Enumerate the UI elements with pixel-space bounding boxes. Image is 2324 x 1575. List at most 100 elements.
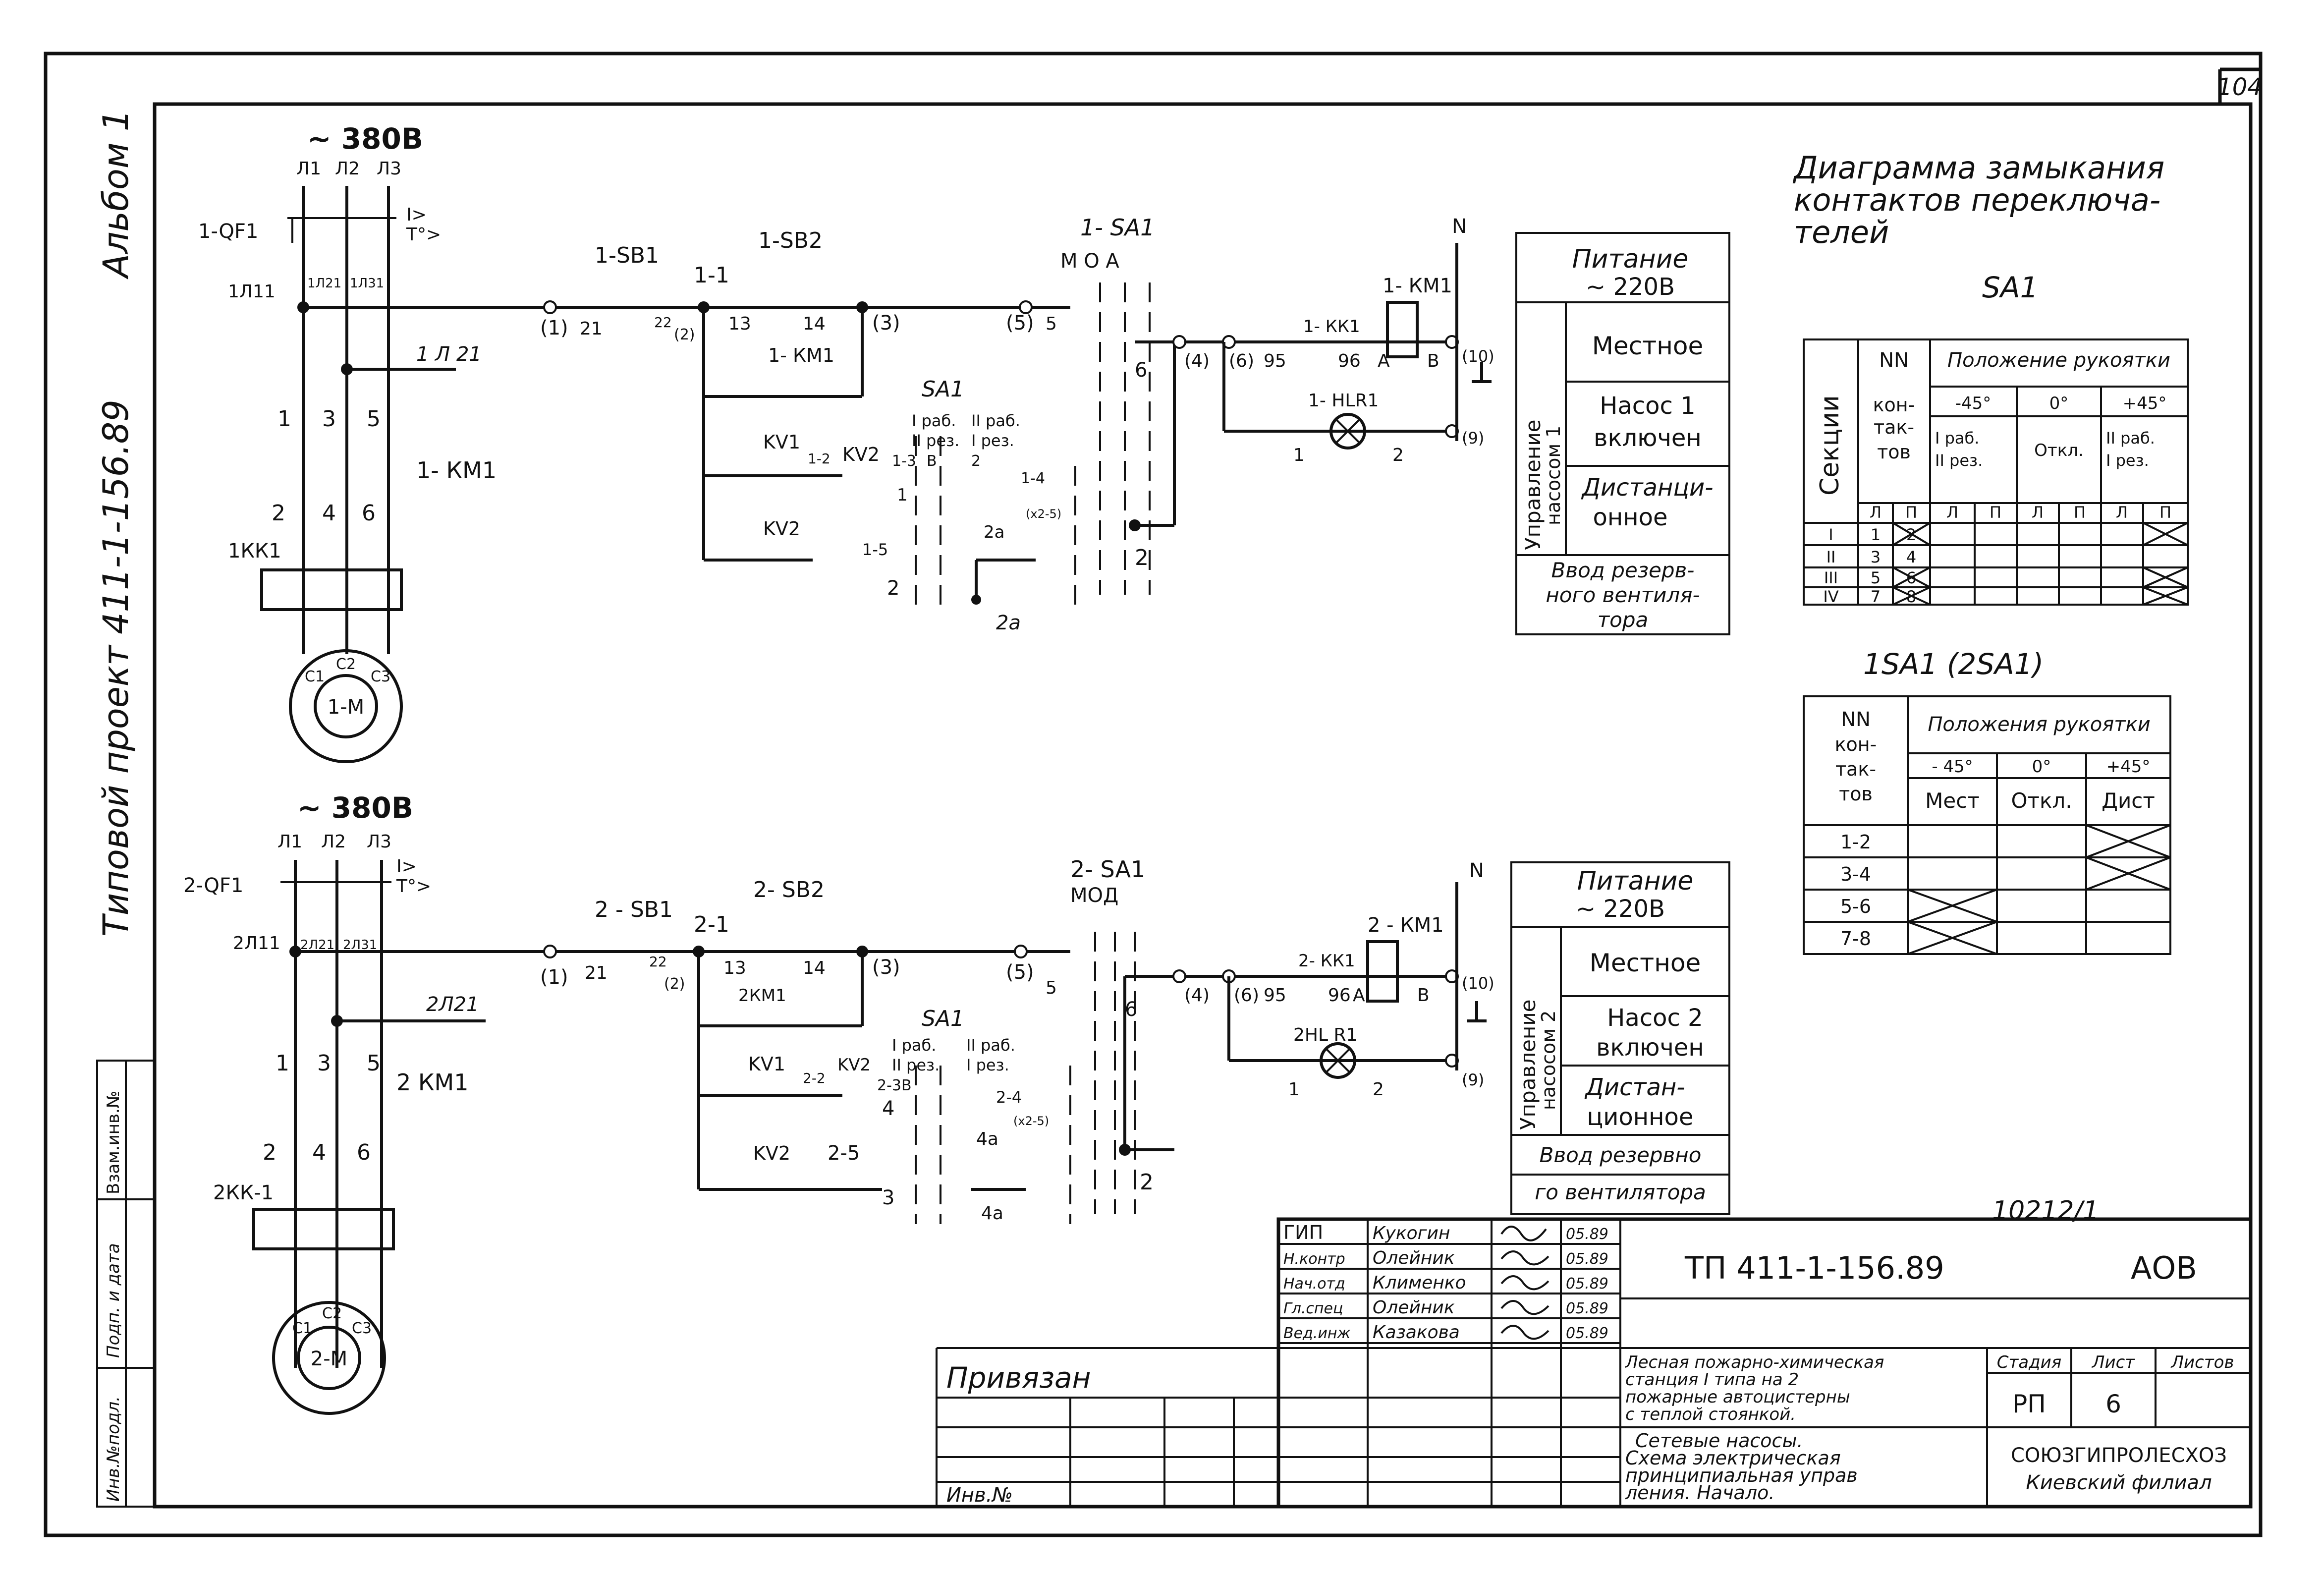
tb-date-4: 05.89 — [1566, 1300, 1608, 1317]
t2-header-1: Питание — [1577, 866, 1694, 896]
c2-lamp: 2HL R1 — [1293, 1025, 1357, 1045]
t1-row-remote-1: Дистанци- — [1581, 474, 1713, 502]
stamp-inv-number: 10212/1 — [1992, 1196, 2099, 1226]
c1-km-contact: 1- КМ1 — [768, 344, 834, 366]
t2-footer-2: го вентилятора — [1535, 1180, 1706, 1204]
c1-w3: (3) — [872, 312, 900, 335]
tb-sheet: 6 — [2105, 1390, 2121, 1418]
c2-kv2b: KV2 — [753, 1142, 790, 1164]
sa1-lp-5: Л — [2032, 503, 2044, 522]
c1-pos-4: I рез. — [971, 431, 1014, 450]
c2-N: N — [1469, 859, 1484, 882]
tb-name-5: Казакова — [1373, 1322, 1460, 1343]
c2-w6: (6) — [1234, 985, 1259, 1006]
sa1-section-2: II — [1826, 548, 1836, 566]
drawing-frame — [44, 52, 2263, 1537]
diagram-title-1: Диаграмма замыкания — [1792, 150, 2164, 186]
sa1-lp-7: Л — [2116, 503, 2128, 522]
sa1-col-sections: Секции — [1815, 395, 1845, 496]
sa1-mode-2: II рез. — [1935, 451, 1983, 470]
t2-header-2: ~ 220В — [1576, 895, 1665, 923]
t2-row-local: Местное — [1590, 949, 1701, 977]
c1-km-b4: 4 — [322, 501, 336, 526]
c1-n2a: 2а — [984, 522, 1004, 542]
c2-km-t3: 3 — [317, 1051, 331, 1076]
c1-w1: (1) — [540, 317, 568, 339]
c1-sb2: 1-SB2 — [758, 228, 823, 253]
tb-name-2: Олейник — [1373, 1248, 1455, 1268]
sa1-angle-1: -45° — [1955, 394, 1992, 413]
c2-relay-t: T°> — [396, 876, 431, 897]
c1-w10: (10) — [1462, 347, 1494, 366]
tb-mark: АОВ — [2131, 1250, 2197, 1286]
t1-footer-3: тора — [1598, 608, 1649, 632]
c1-pos-3: II рез. — [912, 431, 959, 450]
sa2-angle-1: - 45° — [1932, 757, 1973, 777]
c2-phase-l2: Л2 — [321, 832, 346, 852]
c2-nA: А — [1353, 985, 1365, 1006]
signature-marks — [1500, 1226, 1549, 1340]
tb-stage: РП — [2012, 1390, 2046, 1418]
c2-coil: 2 - КМ1 — [1368, 914, 1444, 937]
tb-role-1: ГИП — [1283, 1222, 1323, 1243]
c2-w21: 21 — [585, 963, 608, 983]
c1-nx: (х2-5) — [1026, 507, 1061, 521]
sa1-angle-3: +45° — [2123, 394, 2167, 413]
c1-sa1-head: SA1 — [922, 377, 964, 402]
tb-code: ТП 411-1-156.89 — [1684, 1250, 1944, 1286]
c1-km-t1: 1 — [277, 406, 291, 432]
c2-w10: (10) — [1462, 974, 1494, 993]
sa2-angle-2: 0° — [2032, 757, 2051, 777]
c2-sa1-head: SA1 — [922, 1006, 964, 1031]
t1-header-1: Питание — [1572, 244, 1689, 274]
c2-sa-modes: МОД — [1070, 884, 1118, 907]
c2-phase-l1: Л1 — [277, 832, 302, 852]
c2-motor-c1: С1 — [292, 1320, 312, 1337]
c1-kv2b: KV2 — [763, 518, 800, 540]
c2-pos-2: II раб. — [966, 1036, 1015, 1055]
left-stamp — [96, 1060, 156, 1508]
tb-role-5: Вед.инж — [1283, 1325, 1350, 1342]
c2-kv2: KV2 — [837, 1055, 871, 1075]
c2-motor: 2-М — [311, 1348, 347, 1370]
tb-desc1-4: с теплой стоянкой. — [1625, 1405, 1796, 1424]
c1-n1: 1 — [897, 485, 908, 505]
supply-table-1 — [1515, 232, 1730, 635]
c2-w5: (5) — [1006, 961, 1034, 984]
c2-km-t1: 1 — [276, 1051, 289, 1076]
c2-w4: (4) — [1184, 985, 1210, 1006]
c1-motor-c1: С1 — [305, 668, 325, 685]
c2-n3: 3 — [882, 1186, 894, 1209]
c2-km-b4: 4 — [312, 1140, 326, 1165]
tb-desc2-3: принципиальная управ — [1625, 1464, 1858, 1486]
c2-sb1: 2 - SB1 — [595, 897, 673, 922]
tb-name-1: Кукогин — [1373, 1223, 1450, 1243]
c2-sb2: 2- SB2 — [753, 877, 825, 902]
t2-row-remote-1: Дистан- — [1584, 1073, 1685, 1101]
c1-N: N — [1452, 215, 1467, 238]
c1-lamp: 1- HLR1 — [1308, 391, 1379, 411]
tb-name-3: Клименко — [1373, 1273, 1466, 1293]
c2-kv1: KV1 — [748, 1053, 785, 1075]
sa1-section-4: IV — [1823, 587, 1838, 606]
c2-pos-4: I рез. — [966, 1056, 1009, 1074]
c1-line-2: 1Л21 — [307, 276, 341, 291]
c1-phase-l2: Л2 — [335, 159, 360, 179]
c1-phase-l1: Л1 — [296, 159, 321, 179]
tb-date-5: 05.89 — [1566, 1325, 1608, 1342]
tb-stage-label: Стадия — [1997, 1352, 2061, 1372]
sa1-table-title: SA1 — [1982, 271, 2038, 304]
side-album: Альбом 1 — [96, 110, 136, 280]
c1-relay-t: T°> — [406, 225, 441, 245]
c1-n96: 96 — [1338, 351, 1361, 371]
c1-kk: 1КК1 — [228, 540, 281, 562]
c1-phase-l3: Л3 — [377, 159, 401, 179]
c1-line-3: 1Л31 — [350, 276, 384, 291]
sa1-contact-3a: 5 — [1871, 568, 1881, 587]
c2-l21: 2Л21 — [426, 993, 479, 1016]
sa2-row-2: 3-4 — [1840, 863, 1871, 885]
tb-date-1: 05.89 — [1566, 1226, 1608, 1243]
c2-c22: 2-2 — [803, 1070, 826, 1086]
sa1-mode-4: II раб. — [2106, 429, 2155, 448]
